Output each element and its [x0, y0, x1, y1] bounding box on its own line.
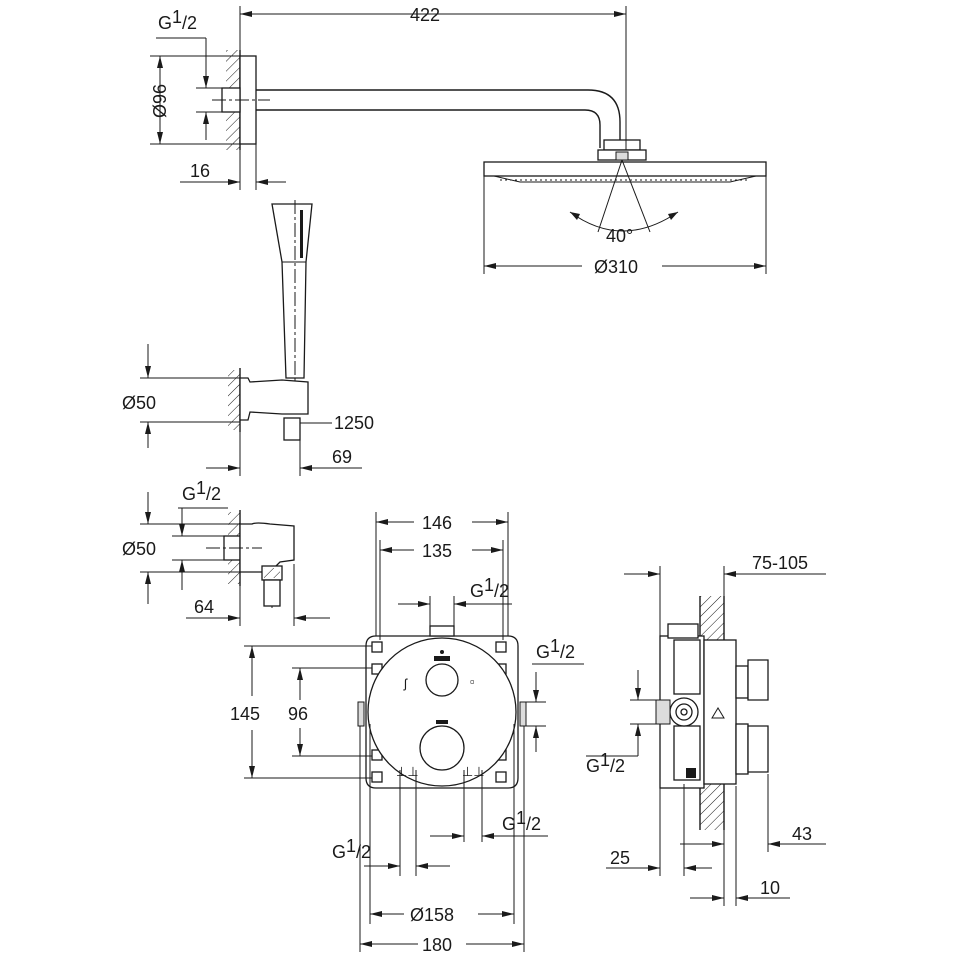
- thread-bottom-right-label: G1/2: [502, 808, 541, 834]
- diverter-knob-side: [747, 659, 769, 701]
- side-10-label: 10: [760, 878, 780, 898]
- thread-box-top-label: G1/2: [470, 575, 509, 601]
- elbow-thread-label: G1/2: [182, 478, 221, 504]
- head-diameter-label: Ø310: [594, 257, 638, 277]
- overhead-shower-view: 40° 422 Ø310 G1/2 Ø96: [150, 5, 767, 277]
- elbow-depth-label: 64: [194, 597, 214, 617]
- rosette: [367, 637, 517, 787]
- mixer-front-view: ʃ ▫ ⊥⊥ ⊥⊥ 146 135 G1/2 G1/2: [230, 512, 584, 955]
- svg-text:⊥⊥: ⊥⊥: [396, 764, 419, 779]
- thread-side-label: G1/2: [586, 750, 625, 776]
- install-depth-label: 75-105: [752, 553, 808, 573]
- mixer-side-view: 75-105 G1/2 25 43 10: [586, 553, 826, 906]
- diverter-knob[interactable]: [425, 663, 459, 697]
- flange-diameter-label: Ø96: [150, 84, 170, 118]
- box-width-outer-label: 146: [422, 513, 452, 533]
- handshower-symbol: ▫: [470, 674, 475, 689]
- spray-angle-label: 40°: [606, 226, 633, 246]
- box-height-inner-label: 96: [288, 704, 308, 724]
- shower-arm: [256, 89, 621, 148]
- elbow-diameter-label: Ø50: [122, 539, 156, 559]
- holder-diameter-label: Ø50: [122, 393, 156, 413]
- thread-top-label: G1/2: [158, 7, 197, 33]
- thread-bottom-left-label: G1/2: [332, 836, 371, 862]
- thermostat-knob-side: [747, 725, 769, 773]
- side-43-label: 43: [792, 824, 812, 844]
- plate-width-label: 180: [422, 935, 452, 955]
- arm-length-label: 422: [410, 5, 440, 25]
- box-height-outer-label: 145: [230, 704, 260, 724]
- side-25-label: 25: [610, 848, 630, 868]
- holder-depth-label: 69: [332, 447, 352, 467]
- thread-box-right-label: G1/2: [536, 636, 575, 662]
- box-width-inner-label: 135: [422, 541, 452, 561]
- thermostat-knob[interactable]: [419, 725, 465, 771]
- shower-symbol: ʃ: [403, 676, 408, 691]
- wall-holder: [239, 377, 309, 421]
- flange-offset-label: 16: [190, 161, 210, 181]
- svg-text:⊥⊥: ⊥⊥: [462, 764, 485, 779]
- wall-elbow-view: G1/2 Ø50 64: [122, 478, 330, 626]
- hand-shower-view: Ø50 1250 69: [122, 200, 374, 476]
- hand-shower-body: [271, 203, 313, 379]
- rosette-diameter-label: Ø158: [410, 905, 454, 925]
- hose-length-label: 1250: [334, 413, 374, 433]
